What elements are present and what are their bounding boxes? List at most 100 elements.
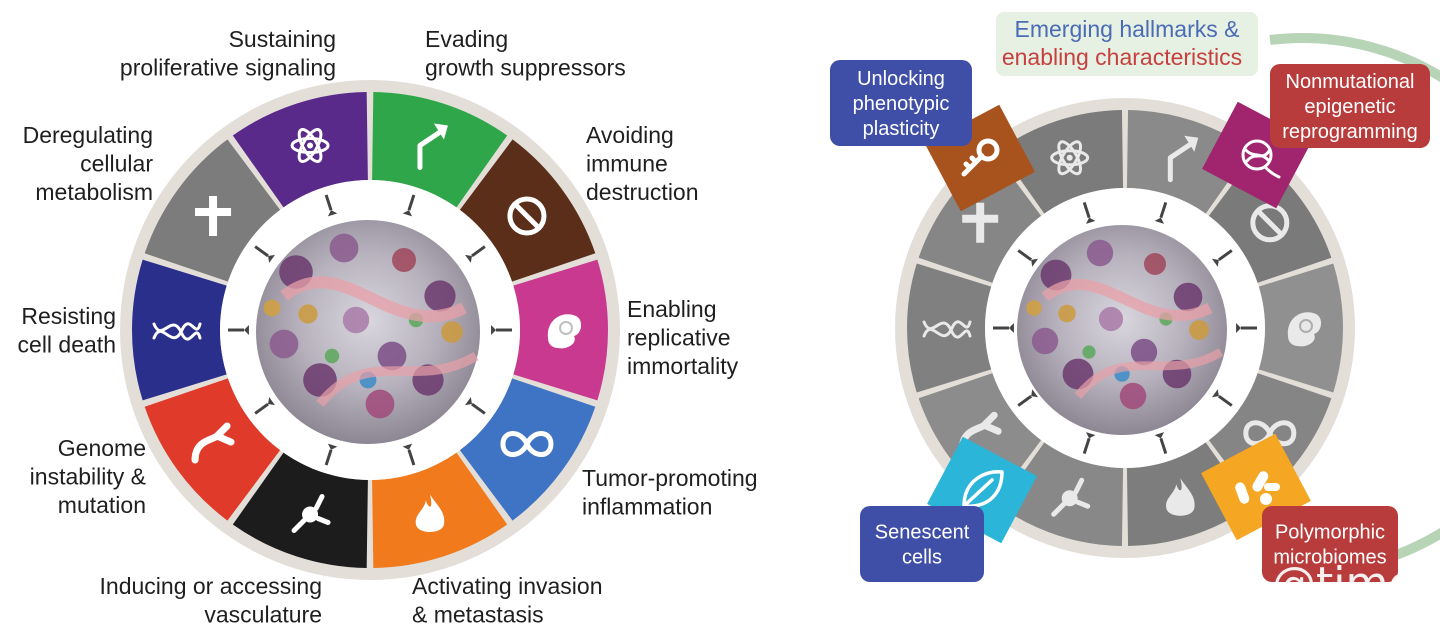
inward-arrow [254, 397, 275, 415]
tumor-vessel [1041, 279, 1213, 321]
wheel-segment [232, 452, 368, 568]
emerging-title: Emerging hallmarks & enabling characteri… [996, 12, 1258, 76]
tumor-cell [441, 321, 463, 343]
tumor-cell [263, 299, 281, 317]
inward-arrow [1211, 389, 1233, 407]
atom-icon [1050, 140, 1090, 176]
tumor-cell [1026, 300, 1042, 316]
immune-cell-icon [547, 314, 582, 349]
no-entry-icon [1250, 203, 1290, 243]
inward-arrow [993, 323, 1014, 333]
inward-arrow [491, 325, 512, 335]
hallmark-label: Activating invasion& metastasis [412, 573, 603, 628]
tumor-cell [1173, 282, 1203, 312]
inward-arrow [1211, 249, 1233, 267]
dna-icon [922, 320, 972, 339]
inward-arrow [1154, 201, 1168, 224]
tumor-cell [342, 306, 370, 334]
inward-arrow [1082, 201, 1096, 224]
inward-arrow [1017, 249, 1039, 267]
right-highlight-segments [925, 101, 1312, 544]
tumor-cell [377, 341, 407, 371]
flame-icon [1166, 478, 1195, 516]
tumor-cell [1031, 327, 1059, 355]
tumor-cell [324, 348, 340, 364]
tumor-cell [424, 280, 456, 312]
tumor-vessel [280, 276, 467, 323]
wheel-segment [999, 442, 1124, 546]
inward-arrow [1236, 323, 1257, 333]
emerging-title-line2: enabling characteristics [1002, 44, 1242, 70]
tumor-cell [1119, 382, 1147, 410]
tumor-cell [1058, 304, 1076, 323]
inward-arrow [1082, 432, 1096, 455]
immune-cell-icon [1287, 312, 1322, 347]
atom-icon [290, 128, 330, 163]
microbes-icon [1235, 471, 1280, 505]
tumor-cell [1086, 239, 1114, 267]
wheel-segment [459, 139, 596, 282]
dna-icon [152, 322, 202, 341]
key-icon [961, 138, 1000, 177]
wheel-segment [372, 92, 508, 208]
inward-arrow [228, 325, 249, 335]
blood-vessel-icon [191, 422, 235, 464]
bent-arrow-icon [417, 123, 448, 170]
cross-icon [962, 202, 999, 243]
no-entry-icon [507, 196, 547, 236]
migrating-cell-icon [291, 494, 331, 534]
left-tumor-image [256, 220, 480, 444]
tumor-cell [1098, 306, 1124, 332]
chromatin-icon [1241, 139, 1281, 179]
watermark-text: 知乎 @time [1170, 558, 1415, 609]
inward-arrow [1017, 389, 1039, 407]
tumor-cell [365, 389, 395, 419]
tumor-cell [329, 233, 359, 263]
left-hallmarks-wheel [120, 80, 620, 580]
inward-arrow [254, 245, 275, 263]
inward-arrow [402, 443, 416, 466]
inward-arrow [324, 194, 338, 217]
emerging-arc [1269, 33, 1440, 575]
flame-icon [415, 494, 445, 533]
tumor-cell [298, 304, 318, 324]
left-wheel-arrows [228, 194, 512, 466]
emerging-title-line1: Emerging hallmarks & [1015, 16, 1240, 42]
tumor-vessel [1074, 348, 1224, 399]
inward-arrow [1154, 432, 1168, 455]
left-wheel-segments [132, 92, 609, 568]
tumor-cell [1130, 338, 1158, 366]
inward-arrow [465, 397, 486, 415]
tumor-cell [1082, 345, 1096, 359]
inward-arrow [324, 443, 338, 466]
tumor-cell [1144, 253, 1166, 275]
wheel-segment [144, 378, 281, 521]
infinity-icon [1243, 420, 1297, 447]
tumor-cell [392, 248, 416, 272]
right-wheel-arrows [993, 201, 1257, 455]
tumor-cell [1189, 320, 1209, 340]
tumor-vessel [316, 351, 479, 408]
infinity-icon [500, 431, 554, 457]
leaf-icon [962, 470, 1004, 508]
right-hallmarks-wheel [895, 33, 1440, 575]
bent-arrow-icon [1167, 135, 1199, 183]
